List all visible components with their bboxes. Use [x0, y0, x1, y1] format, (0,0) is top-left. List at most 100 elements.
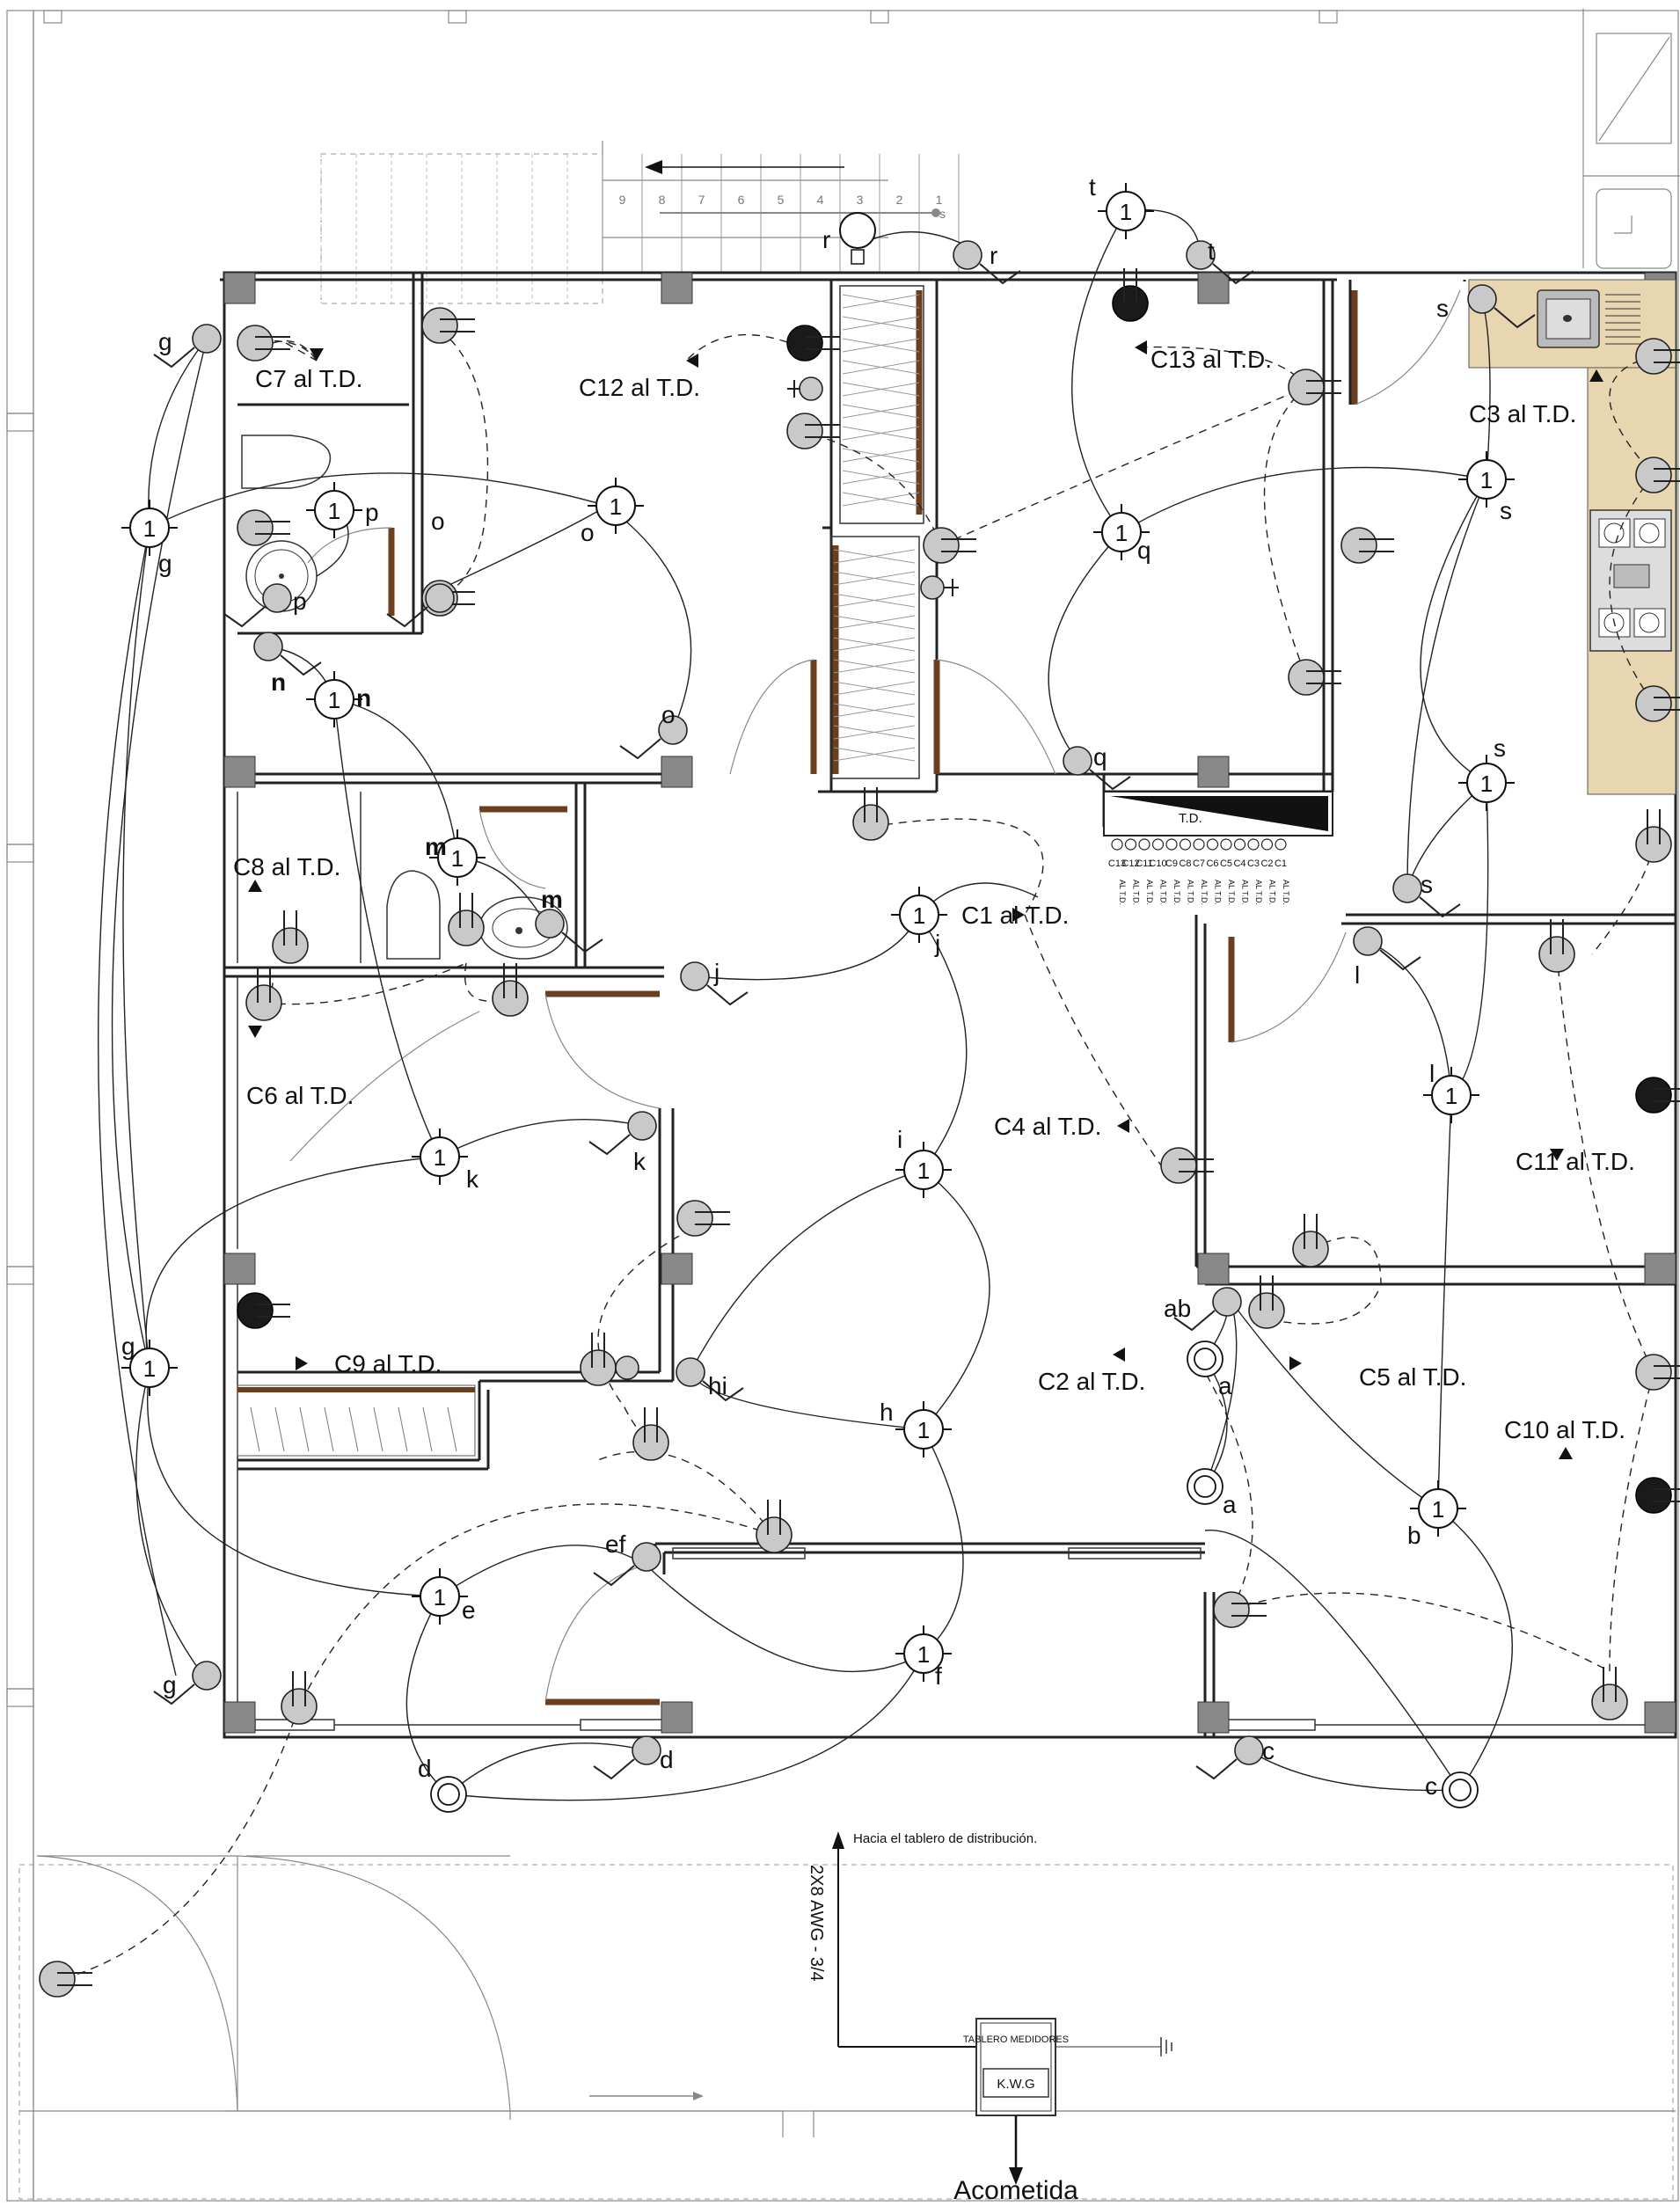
wall-switch: [386, 583, 455, 628]
switch-label-l1: l: [1355, 961, 1360, 989]
luminaire-number: 1: [610, 493, 622, 520]
structural-column: [1197, 1253, 1230, 1285]
stair-step-number: 7: [698, 193, 705, 207]
meter-box-code: K.W.G: [997, 2077, 1034, 2092]
stair-step-number: 2: [896, 193, 903, 207]
panel-circuit-label: C13: [1108, 858, 1126, 869]
wall-light: [1187, 1340, 1223, 1377]
outlet: [1292, 1214, 1329, 1267]
panel-circuit-destination: AL T.D.: [1118, 880, 1127, 905]
homerun-arrowhead: [248, 1026, 262, 1038]
outlet: [1213, 1591, 1267, 1628]
ceiling-luminaire: 1: [895, 1142, 952, 1198]
ceiling-luminaire: 1: [429, 829, 486, 886]
switch-label-n1: n: [271, 668, 286, 696]
panel-breaker: [1124, 838, 1137, 851]
panel-circuit-destination: AL T.D.: [1227, 880, 1236, 905]
outlet: [237, 325, 290, 362]
ceiling-luminaire: 1: [891, 887, 947, 943]
wall-light: [1442, 1771, 1479, 1808]
switch-label-e: e: [462, 1596, 476, 1624]
outlet: [1288, 659, 1341, 696]
outlet: [1635, 809, 1672, 863]
structural-column: [223, 272, 256, 304]
structural-column: [661, 756, 693, 788]
panel-title: T.D.: [1179, 811, 1202, 826]
dedicated-outlet: [1635, 1077, 1680, 1114]
panel-circuit-label: C5: [1220, 858, 1232, 869]
switch-label-t2: t: [1208, 237, 1215, 265]
wall-switch: [1353, 926, 1421, 971]
panel-circuit-label: C10: [1149, 858, 1166, 869]
outlet: [1591, 1667, 1628, 1720]
switch-label-q2: q: [1093, 743, 1107, 771]
luminaire-number: 1: [1480, 771, 1493, 797]
panel-circuit-destination: AL T.D.: [1214, 880, 1223, 905]
homerun-arrowhead: [296, 1356, 308, 1370]
ceiling-luminaire: 1: [1410, 1480, 1466, 1537]
panel-breaker: [1220, 838, 1232, 851]
ceiling-luminaire: 1: [1458, 451, 1515, 508]
homerun-arrowhead: [1012, 908, 1025, 922]
structural-column: [661, 272, 693, 304]
outlet: [421, 307, 475, 344]
outlet: [1248, 1275, 1285, 1329]
switch-label-ab: ab: [1164, 1295, 1191, 1322]
switch-labels: a a ab b c c d d e ef f g g g g h hi i j…: [121, 173, 1512, 1800]
switch-label-c1: c: [1262, 1737, 1275, 1764]
switch-label-d1: d: [418, 1755, 432, 1782]
luminaire-number: 1: [451, 845, 464, 872]
wall-switch: [1392, 873, 1461, 918]
panel-circuit-label: C7: [1193, 858, 1205, 869]
panel-circuit-destination: AL T.D.: [1132, 880, 1141, 905]
outlet: [1635, 685, 1680, 722]
ceiling-luminaire: 1: [1098, 183, 1154, 239]
panel-breaker: [1206, 838, 1219, 851]
luminaire-number: 1: [917, 1417, 930, 1443]
switch-label-a1: a: [1218, 1372, 1232, 1399]
label-c13: C13 al T.D.: [1150, 346, 1272, 373]
stair-step-number: 9: [619, 193, 626, 207]
structural-column: [1644, 1701, 1676, 1734]
switch-label-s2: s: [1500, 497, 1512, 524]
label-c1: C1 al T.D.: [961, 902, 1069, 929]
panel-breaker: [1193, 838, 1205, 851]
label-c5: C5 al T.D.: [1359, 1363, 1466, 1391]
ceiling-luminaire: 1: [895, 1401, 952, 1457]
label-c7: C7 al T.D.: [255, 365, 362, 392]
switch-label-l2: l: [1429, 1060, 1435, 1087]
wall-switch: [676, 1357, 744, 1402]
outlet: [1288, 369, 1341, 405]
switch-label-s1: s: [1436, 295, 1449, 322]
wall-switch: [1195, 1735, 1264, 1780]
small-outlet: [799, 376, 823, 401]
label-c4: C4 al T.D.: [994, 1113, 1101, 1140]
wall-switch: [153, 1661, 222, 1706]
outlet: [1340, 527, 1394, 564]
meter-box: [975, 2018, 1056, 2116]
service-entry-label: Acometida: [953, 2176, 1078, 2205]
outlet: [237, 509, 290, 546]
panel-circuit-destination: AL T.D.: [1241, 880, 1250, 905]
ceiling-luminaire: 1: [306, 671, 362, 727]
panel-circuit-destination: AL T.D.: [1172, 880, 1181, 905]
switch-label-g2: g: [158, 328, 172, 355]
switch-label-a2: a: [1223, 1491, 1237, 1518]
wall-switch: [223, 583, 292, 628]
structural-column: [661, 1253, 693, 1285]
panel-circuit-label: C11: [1136, 858, 1152, 869]
panel-circuit-label: C2: [1260, 858, 1273, 869]
structural-column: [1197, 1701, 1230, 1734]
stair-step-number: 3: [857, 193, 864, 207]
ceiling-luminaire: 1: [895, 1625, 952, 1682]
outlet: [756, 1500, 793, 1553]
switch-label-o2: o: [581, 519, 595, 546]
panel-circuit-label: C9: [1165, 858, 1178, 869]
ceiling-luminaire: 1: [588, 478, 644, 534]
panel-circuit-destination: AL T.D.: [1145, 880, 1154, 905]
outlet: [1538, 919, 1575, 973]
homerun-arrowhead: [1135, 340, 1147, 354]
luminaire-number: 1: [1445, 1083, 1457, 1109]
stair-pendant-light: [839, 212, 876, 265]
